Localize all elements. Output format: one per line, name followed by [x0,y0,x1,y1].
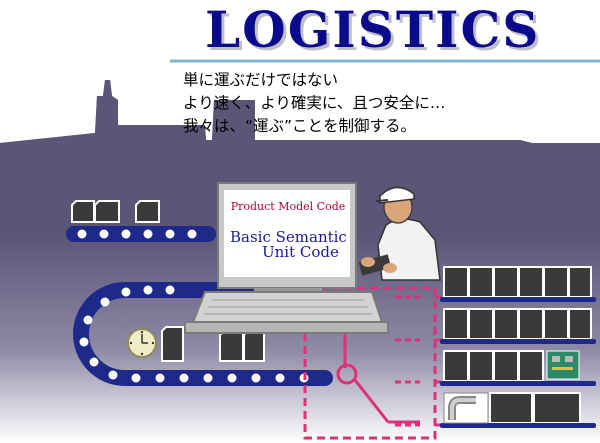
conveyor-icon [66,226,333,386]
screen-unit-code: Unit Code [262,243,339,261]
subtitle-line-1: 単に運ぶだけではない [183,71,339,89]
screen-basic-semantic: Basic Semantic [230,228,347,246]
subtitle-line-3: 我々は、“運ぶ”ことを制御する。 [183,117,417,135]
clock-icon [127,328,157,358]
page-title: LOGISTICS [205,0,541,59]
computer-icon [184,182,389,334]
pipe-icon [443,392,489,424]
control-branches [336,295,448,427]
shelf-rows [440,266,596,428]
circuit-board-icon [546,350,580,380]
cargo-boxes-lower [161,326,265,362]
worker-icon [358,186,441,281]
cargo-boxes-top [71,200,160,223]
subtitle-line-2: より速く、より確実に、且つ安全に… [183,94,446,112]
control-lines [303,286,437,440]
screen-product-model-code: Product Model Code [230,200,346,213]
